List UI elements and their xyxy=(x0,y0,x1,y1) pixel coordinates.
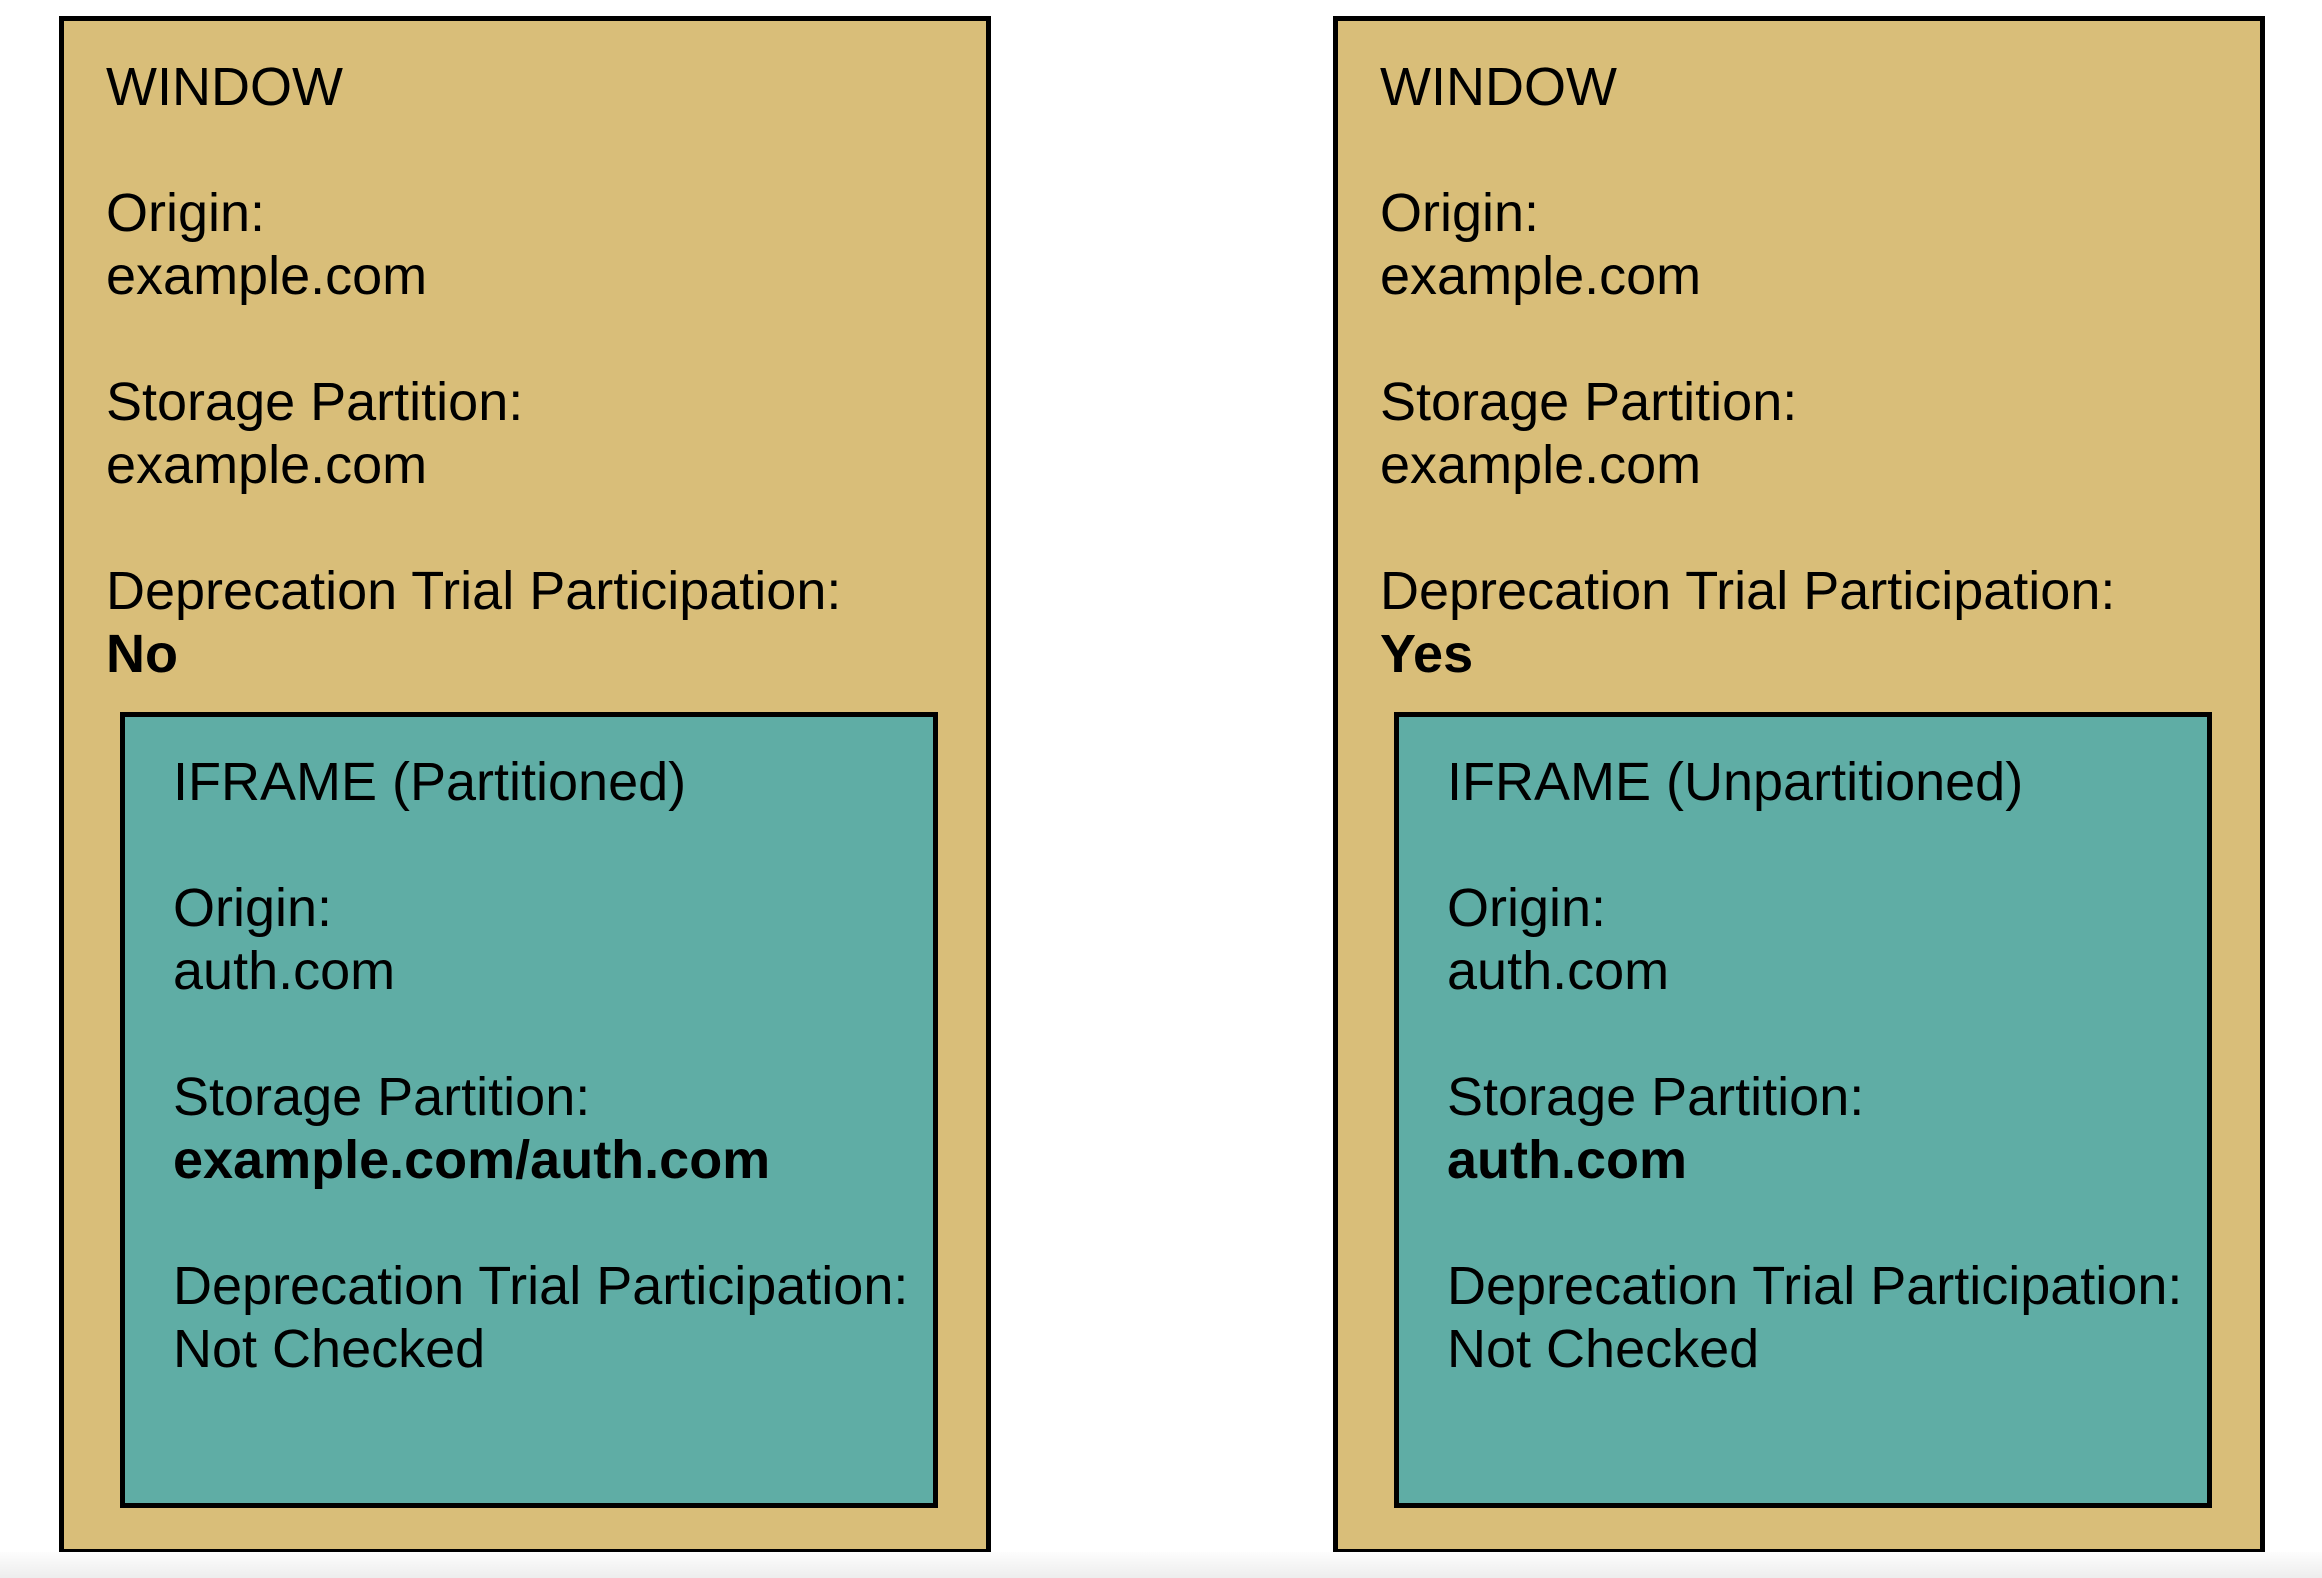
spacer xyxy=(1447,1192,2187,1255)
window-title: WINDOW xyxy=(106,57,343,117)
origin-value: auth.com xyxy=(173,941,396,1001)
spacer xyxy=(1447,1003,2187,1066)
iframe-content: IFRAME (Partitioned) Origin: auth.com St… xyxy=(125,717,933,1381)
spacer xyxy=(1380,119,2230,182)
spacer xyxy=(106,308,956,371)
deprecation-trial-label: Deprecation Trial Participation: xyxy=(1447,1256,2183,1316)
spacer xyxy=(106,119,956,182)
storage-partition-value: auth.com xyxy=(1447,1130,1688,1190)
origin-label: Origin: xyxy=(1380,183,1540,243)
deprecation-trial-value: Not Checked xyxy=(1447,1319,1760,1379)
storage-partition-value: example.com xyxy=(106,435,428,495)
spacer xyxy=(1447,814,2187,877)
page-bottom-edge xyxy=(0,1552,2322,1578)
window-title: WINDOW xyxy=(1380,57,1617,117)
iframe-box-partitioned: IFRAME (Partitioned) Origin: auth.com St… xyxy=(120,712,938,1508)
origin-value: example.com xyxy=(1380,246,1702,306)
iframe-title: IFRAME (Partitioned) xyxy=(173,752,687,812)
origin-value: auth.com xyxy=(1447,941,1670,1001)
spacer xyxy=(173,814,913,877)
window-box-unpartitioned: WINDOW Origin: example.com Storage Parti… xyxy=(1333,16,2265,1554)
window-content: WINDOW Origin: example.com Storage Parti… xyxy=(1338,21,2260,686)
deprecation-trial-value: Not Checked xyxy=(173,1319,486,1379)
storage-partition-value: example.com xyxy=(1380,435,1702,495)
deprecation-trial-label: Deprecation Trial Participation: xyxy=(1380,561,2116,621)
iframe-title: IFRAME (Unpartitioned) xyxy=(1447,752,2024,812)
iframe-content: IFRAME (Unpartitioned) Origin: auth.com … xyxy=(1399,717,2207,1381)
storage-partition-label: Storage Partition: xyxy=(1447,1067,1865,1127)
storage-partition-label: Storage Partition: xyxy=(173,1067,591,1127)
window-box-partitioned: WINDOW Origin: example.com Storage Parti… xyxy=(59,16,991,1554)
storage-partition-value: example.com/auth.com xyxy=(173,1130,771,1190)
storage-partition-label: Storage Partition: xyxy=(1380,372,1798,432)
window-content: WINDOW Origin: example.com Storage Parti… xyxy=(64,21,986,686)
origin-label: Origin: xyxy=(173,878,333,938)
storage-partition-label: Storage Partition: xyxy=(106,372,524,432)
deprecation-trial-label: Deprecation Trial Participation: xyxy=(106,561,842,621)
deprecation-trial-label: Deprecation Trial Participation: xyxy=(173,1256,909,1316)
origin-label: Origin: xyxy=(1447,878,1607,938)
spacer xyxy=(106,497,956,560)
origin-label: Origin: xyxy=(106,183,266,243)
spacer xyxy=(1380,497,2230,560)
deprecation-trial-value: Yes xyxy=(1380,624,1474,684)
spacer xyxy=(173,1192,913,1255)
iframe-box-unpartitioned: IFRAME (Unpartitioned) Origin: auth.com … xyxy=(1394,712,2212,1508)
deprecation-trial-value: No xyxy=(106,624,178,684)
spacer xyxy=(1380,308,2230,371)
spacer xyxy=(173,1003,913,1066)
origin-value: example.com xyxy=(106,246,428,306)
